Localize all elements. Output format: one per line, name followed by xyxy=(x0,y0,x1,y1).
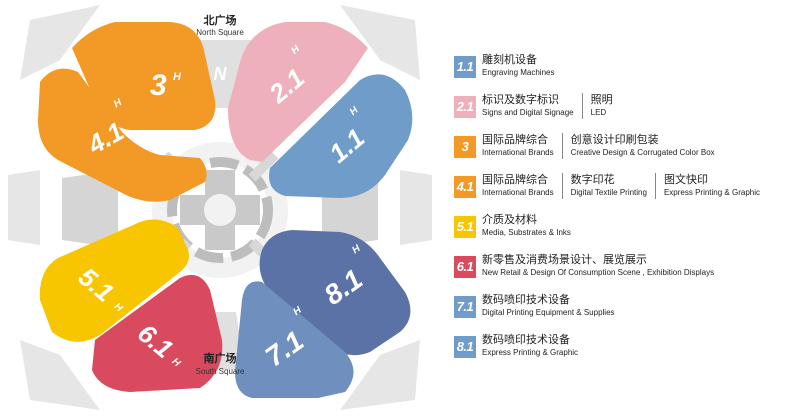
hall-3[interactable]: 3 H xyxy=(72,22,216,130)
legend-label-en: Engraving Machines xyxy=(482,68,555,77)
legend-columns: 国际品牌综合 International Brands 数字印花 Digital Te… xyxy=(482,173,760,199)
legend-label-en: New Retail & Design Of Consumption Scene… xyxy=(482,268,715,277)
legend-column: 数码喷印技术设备 Digital Printing Equipment & Sup… xyxy=(482,293,615,319)
hall-legend: 1.1 雕刻机设备 Engraving Machines 2.1 标识及数字标识 Sign… xyxy=(452,50,796,370)
legend-item: 6.1 新零售及消费场景设计、展览展示 New Retail & Design Of… xyxy=(452,250,796,290)
outer-wings xyxy=(8,5,432,410)
hall-8-1[interactable]: 8.1 H xyxy=(259,230,411,356)
hall-1-1[interactable]: 1.1 H xyxy=(269,74,413,198)
legend-item: 1.1 雕刻机设备 Engraving Machines xyxy=(452,50,796,90)
legend-label-en: International Brands xyxy=(482,188,554,197)
legend-columns: 数码喷印技术设备 Express Printing & Graphic xyxy=(482,333,578,359)
legend-item: 3 国际品牌综合 International Brands 创意设计印刷包装 Creat… xyxy=(452,130,796,170)
legend-item: 2.1 标识及数字标识 Signs and Digital Signage 照明 LED xyxy=(452,90,796,130)
legend-label-en: Creative Design & Corrugated Color Box xyxy=(570,148,715,157)
legend-column: 照明 LED xyxy=(591,93,613,119)
legend-column: 国际品牌综合 International Brands xyxy=(482,133,563,159)
legend-label-cn: 图文快印 xyxy=(663,173,708,186)
hall-3-suffix: H xyxy=(173,71,182,83)
legend-label-en: Express Printing & Graphic xyxy=(663,188,760,197)
legend-badge: 2.1 xyxy=(454,96,476,118)
legend-item: 4.1 国际品牌综合 International Brands 数字印花 Digital… xyxy=(452,170,796,210)
legend-columns: 数码喷印技术设备 Digital Printing Equipment & Sup… xyxy=(482,293,615,319)
legend-label-cn: 照明 xyxy=(590,93,613,106)
legend-columns: 新零售及消费场景设计、展览展示 New Retail & Design Of Co… xyxy=(482,253,714,279)
legend-label-cn: 数字印花 xyxy=(570,173,615,186)
north-gate-label: N xyxy=(214,64,228,84)
hall-5-1[interactable]: 5.1 H xyxy=(39,219,190,342)
legend-label-cn: 标识及数字标识 xyxy=(482,93,559,106)
legend-label-cn: 新零售及消费场景设计、展览展示 xyxy=(482,253,647,266)
legend-badge: 7.1 xyxy=(454,296,476,318)
legend-columns: 国际品牌综合 International Brands 创意设计印刷包装 Creati… xyxy=(482,133,715,159)
legend-item: 7.1 数码喷印技术设备 Digital Printing Equipment & … xyxy=(452,290,796,330)
hall-7-1[interactable]: 7.1 H xyxy=(235,281,354,398)
legend-column: 标识及数字标识 Signs and Digital Signage xyxy=(482,93,583,119)
legend-label-cn: 国际品牌综合 xyxy=(482,133,548,146)
legend-column: 图文快印 Express Printing & Graphic xyxy=(664,173,760,199)
legend-item: 5.1 介质及材料 Media, Substrates & Inks xyxy=(452,210,796,250)
legend-label-en: Digital Printing Equipment & Supplies xyxy=(482,308,615,317)
legend-label-en: Media, Substrates & Inks xyxy=(482,228,571,237)
legend-column: 雕刻机设备 Engraving Machines xyxy=(482,53,554,79)
legend-label-cn: 介质及材料 xyxy=(482,213,537,226)
legend-badge: 6.1 xyxy=(454,256,476,278)
north-square-cn: 北广场 xyxy=(204,13,237,27)
legend-label-cn: 创意设计印刷包装 xyxy=(570,133,659,146)
legend-label-en: Express Printing & Graphic xyxy=(482,348,579,357)
legend-badge: 8.1 xyxy=(454,336,476,358)
legend-label-cn: 国际品牌综合 xyxy=(482,173,548,186)
hall-2-1[interactable]: 2.1 H xyxy=(228,22,368,162)
legend-badge: 5.1 xyxy=(454,216,476,238)
venue-map: N 3 H 4.1 H 2.1 H 1.1 H 5.1 xyxy=(8,5,432,410)
legend-column: 创意设计印刷包装 Creative Design & Corrugated Col… xyxy=(571,133,715,159)
south-square-en: South Square xyxy=(196,367,245,376)
north-square-en: North Square xyxy=(196,28,244,37)
hall-3-number: 3 xyxy=(150,69,167,102)
legend-column: 数码喷印技术设备 Express Printing & Graphic xyxy=(482,333,578,359)
legend-columns: 介质及材料 Media, Substrates & Inks xyxy=(482,213,571,239)
legend-column: 数字印花 Digital Textile Printing xyxy=(571,173,656,199)
legend-badge: 3 xyxy=(454,136,476,158)
hall-6-1[interactable]: 6.1 H xyxy=(92,274,223,392)
legend-column: 国际品牌综合 International Brands xyxy=(482,173,563,199)
legend-columns: 标识及数字标识 Signs and Digital Signage 照明 LED xyxy=(482,93,613,119)
legend-label-en: International Brands xyxy=(482,148,554,157)
legend-label-cn: 数码喷印技术设备 xyxy=(482,293,570,306)
legend-columns: 雕刻机设备 Engraving Machines xyxy=(482,53,554,79)
legend-label-en: LED xyxy=(590,108,607,117)
legend-badge: 1.1 xyxy=(454,56,476,78)
legend-item: 8.1 数码喷印技术设备 Express Printing & Graphic xyxy=(452,330,796,370)
legend-badge: 4.1 xyxy=(454,176,476,198)
south-square-cn: 南广场 xyxy=(204,351,237,365)
legend-column: 介质及材料 Media, Substrates & Inks xyxy=(482,213,571,239)
legend-label-cn: 雕刻机设备 xyxy=(482,53,537,66)
legend-label-en: Signs and Digital Signage xyxy=(482,108,574,117)
legend-label-cn: 数码喷印技术设备 xyxy=(482,333,570,346)
legend-label-en: Digital Textile Printing xyxy=(570,188,647,197)
legend-column: 新零售及消费场景设计、展览展示 New Retail & Design Of Co… xyxy=(482,253,714,279)
